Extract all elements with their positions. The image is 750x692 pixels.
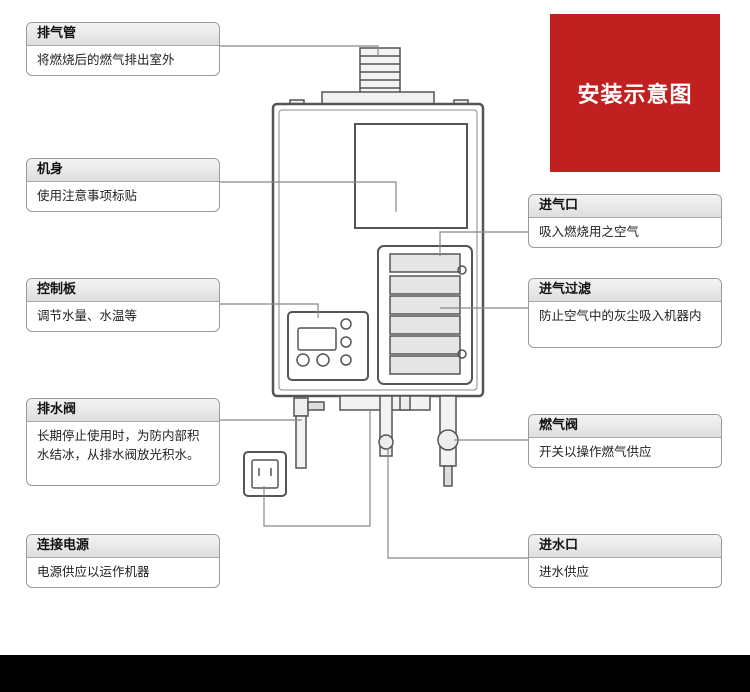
callout-desc: 进水供应	[539, 564, 590, 579]
callout-title: 排气管	[27, 23, 219, 46]
callout-control-panel: 控制板 调节水量、水温等	[26, 278, 220, 332]
callout-desc: 开关以操作燃气供应	[539, 444, 652, 459]
callout-water-inlet: 进水口 进水供应	[528, 534, 722, 588]
callout-title: 机身	[27, 159, 219, 182]
footer-bar	[0, 655, 750, 692]
callout-gas-valve: 燃气阀 开关以操作燃气供应	[528, 414, 722, 468]
power-socket-shape	[243, 451, 287, 497]
callout-desc: 电源供应以运作机器	[37, 564, 150, 579]
callout-title: 控制板	[27, 279, 219, 302]
body-label-sticker	[354, 123, 468, 229]
drain-valve-shape	[293, 397, 325, 469]
air-filter-shape	[377, 245, 473, 385]
callout-air-inlet: 进气口 吸入燃烧用之空气	[528, 194, 722, 248]
callout-air-filter: 进气过滤 防止空气中的灰尘吸入机器内	[528, 278, 722, 348]
connector-lines	[220, 45, 528, 559]
callout-power: 连接电源 电源供应以运作机器	[26, 534, 220, 588]
callout-desc: 防止空气中的灰尘吸入机器内	[539, 308, 702, 323]
callout-title: 燃气阀	[529, 415, 721, 438]
callout-drain-valve: 排水阀 长期停止使用时，为防内部积水结冰，从排水阀放光积水。	[26, 398, 220, 486]
callout-desc: 将燃烧后的燃气排出室外	[37, 52, 175, 67]
control-panel-shape	[287, 311, 369, 381]
callout-title: 连接电源	[27, 535, 219, 558]
callout-title: 排水阀	[27, 399, 219, 422]
callout-exhaust-pipe: 排气管 将燃烧后的燃气排出室外	[26, 22, 220, 76]
callout-desc: 长期停止使用时，为防内部积水结冰，从排水阀放光积水。	[37, 428, 200, 462]
water-inlet-shape	[378, 395, 394, 457]
callout-title: 进水口	[529, 535, 721, 558]
callout-desc: 使用注意事项标贴	[37, 188, 138, 203]
callout-desc: 调节水量、水温等	[37, 308, 138, 323]
callout-body: 机身 使用注意事项标贴	[26, 158, 220, 212]
exhaust-pipe-shape	[321, 47, 435, 107]
diagram-title: 安装示意图	[550, 14, 720, 172]
callout-title: 进气过滤	[529, 279, 721, 302]
callout-title: 进气口	[529, 195, 721, 218]
gas-valve-shape	[437, 395, 459, 487]
callout-desc: 吸入燃烧用之空气	[539, 224, 640, 239]
